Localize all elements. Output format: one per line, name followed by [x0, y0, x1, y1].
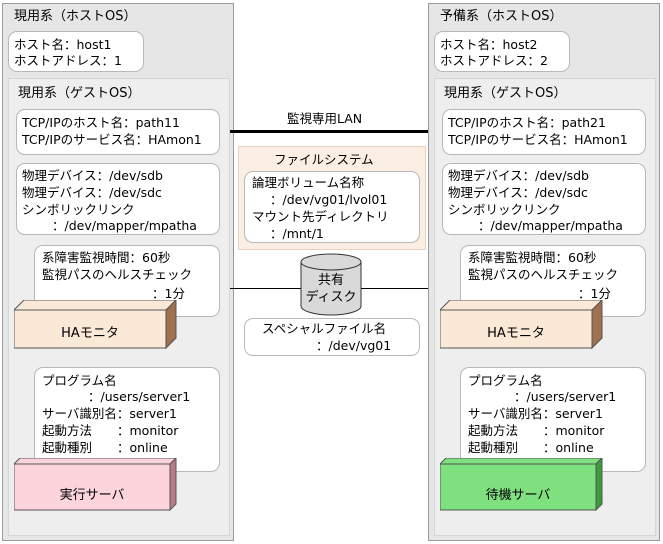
standby-host-name: ホスト名：host2: [440, 37, 538, 52]
filesystem-title: ファイルシステム: [274, 152, 374, 167]
standby-device2: 物理デバイス：/dev/sdc: [448, 185, 588, 200]
active-program-path: ：/users/server1: [88, 389, 191, 404]
standby-server-box: [440, 458, 603, 512]
logical-volume-path: ：/dev/vg01/lvol01: [270, 192, 388, 207]
standby-health-check: 監視パスのヘルスチェック: [468, 267, 619, 282]
active-tcp-service: TCP/IPのサービス名：HAmon1: [22, 132, 202, 147]
standby-host-title: 予備系（ホストOS）: [440, 9, 563, 24]
monitoring-lan-line: [230, 130, 428, 133]
mount-path: ：/mnt/1: [270, 226, 324, 241]
active-server-id: サーバ識別名：server1: [42, 406, 177, 421]
active-host-title: 現用系（ホストOS）: [14, 9, 137, 24]
standby-tcp-host: TCP/IPのホスト名：path21: [448, 115, 606, 130]
active-guest-title: 現用系（ゲストOS）: [18, 86, 141, 101]
standby-tcp-service: TCP/IPのサービス名：HAmon1: [448, 132, 628, 147]
active-program-box: [34, 367, 220, 472]
monitoring-lan-label: 監視専用LAN: [287, 111, 363, 126]
active-device2: 物理デバイス：/dev/sdc: [22, 185, 162, 200]
standby-tcp-box: [442, 109, 646, 155]
shared-disk-label-2: ディスク: [305, 290, 357, 305]
special-file-label: スペシャルファイル名: [262, 321, 387, 336]
standby-host-info-box: [434, 31, 570, 72]
special-file-path: ：/dev/vg01: [316, 338, 392, 353]
active-host-address: ホストアドレス：1: [14, 53, 122, 68]
standby-program-box: [460, 367, 646, 472]
active-host-name: ホスト名：host1: [14, 37, 112, 52]
active-health-check: 監視パスのヘルスチェック: [42, 267, 193, 282]
standby-device-box: [442, 163, 646, 235]
active-fault-interval: 系障害監視時間：60秒: [42, 250, 171, 265]
standby-start-type: 起動種別 ：online: [468, 440, 594, 455]
active-ha-monitor-label: HAモニタ: [61, 326, 119, 341]
standby-ha-monitor-label: HAモニタ: [487, 326, 545, 341]
active-host-info-box: [8, 31, 144, 72]
standby-device1: 物理デバイス：/dev/sdb: [448, 168, 589, 183]
active-server-label: 実行サーバ: [59, 488, 125, 503]
standby-server-id: サーバ識別名：server1: [468, 406, 603, 421]
special-file-box: [244, 318, 420, 356]
active-start-type: 起動種別 ：online: [42, 440, 168, 455]
standby-start-method: 起動方法 ：monitor: [468, 423, 605, 438]
active-tcp-box: [16, 109, 220, 155]
standby-server-label: 待機サーバ: [485, 488, 551, 503]
standby-health-check-value: ：1分: [578, 286, 611, 301]
standby-ha-monitor-box: [440, 300, 603, 350]
active-server-box: [14, 458, 177, 512]
shared-disk-label-1: 共有: [317, 273, 344, 288]
active-device-box: [16, 163, 220, 235]
active-tcp-host: TCP/IPのホスト名：path11: [22, 115, 180, 130]
active-symlink: シンボリックリンク: [22, 202, 135, 217]
standby-host-address: ホストアドレス：2: [440, 53, 548, 68]
active-symlink-path: ：/dev/mapper/mpatha: [52, 218, 197, 233]
standby-symlink-path: ：/dev/mapper/mpatha: [478, 218, 623, 233]
active-ha-monitor-box: [14, 300, 177, 350]
standby-program-name: プログラム名: [468, 373, 543, 388]
active-start-method: 起動方法 ：monitor: [42, 423, 179, 438]
standby-guest-title: 現用系（ゲストOS）: [444, 86, 567, 101]
mount-dir-label: マウント先ディレクトリ: [252, 209, 389, 224]
active-program-name: プログラム名: [42, 373, 117, 388]
filesystem-box: [244, 171, 420, 243]
active-health-check-value: ：1分: [152, 286, 185, 301]
shared-disk-icon: [300, 253, 362, 316]
standby-program-path: ：/users/server1: [514, 389, 617, 404]
standby-symlink: シンボリックリンク: [448, 202, 561, 217]
active-device1: 物理デバイス：/dev/sdb: [22, 168, 163, 183]
standby-fault-interval: 系障害監視時間：60秒: [468, 250, 597, 265]
logical-volume-label: 論理ボリューム名称: [252, 175, 365, 190]
